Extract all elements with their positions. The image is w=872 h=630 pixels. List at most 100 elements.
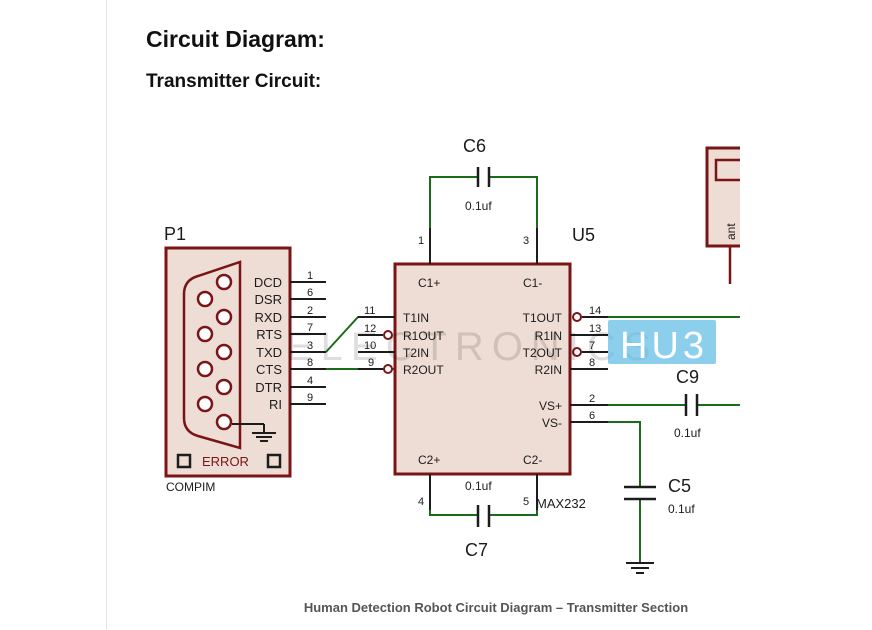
ic-pin-label: R2IN	[535, 363, 562, 377]
ic-pin-label: C1-	[523, 276, 542, 290]
circuit-schematic: ERROR DCD DSR RXD RTS TXD CTS DTR RI 1 6…	[164, 136, 813, 574]
content-left-border	[106, 0, 107, 630]
db9-pin-circle	[215, 413, 233, 431]
c6-value: 0.1uf	[465, 199, 492, 213]
ic-pin-label: R2OUT	[403, 363, 444, 377]
ic-pin-label: C2+	[418, 453, 440, 467]
signal-label-rxd: RXD	[255, 310, 282, 325]
pin-number: 1	[307, 270, 313, 282]
db9-pin-circle	[215, 343, 233, 361]
db9-pin-circles	[196, 273, 233, 431]
t1out-to-data-wire	[608, 284, 774, 318]
figure-caption: Human Detection Robot Circuit Diagram – …	[303, 600, 689, 615]
capacitor-c6: C6 0.1uf	[429, 136, 538, 228]
pin-number: 10	[364, 340, 376, 352]
ic-pin-label: VS-	[542, 416, 562, 430]
p1-model-label: COMPIM	[166, 480, 215, 494]
signal-label-cts: CTS	[256, 362, 282, 377]
c9-reference: C9	[676, 367, 699, 387]
module-pin-lines	[728, 246, 797, 284]
pin-number: 6	[307, 287, 313, 299]
db9-pin-circle	[215, 378, 233, 396]
u5-left-pin-lines	[358, 316, 395, 370]
p1-reference: P1	[164, 224, 186, 244]
capacitor-c7: 0.1uf C7	[429, 479, 538, 560]
u5-left-pin-labels: T1IN R1OUT T2IN R2OUT	[403, 311, 444, 377]
error-label: ERROR	[202, 454, 249, 469]
ic-pin-label: R1OUT	[403, 329, 444, 343]
pin-number: 4	[307, 375, 313, 387]
error-indicator-box	[266, 453, 282, 469]
u5-max232-ic: U5 MAX232 1 3 C1+ C1- 4 5 C2+ C2- 11	[358, 225, 608, 511]
inverting-bubble	[383, 330, 393, 340]
pin-number: 14	[589, 305, 601, 317]
watermark-logo-box	[608, 320, 716, 364]
db9-shell-outline	[182, 260, 242, 450]
c6-reference: C6	[463, 136, 486, 156]
pin-number: 7	[589, 340, 595, 352]
section-subheading: Transmitter Circuit:	[146, 71, 322, 92]
pin-number: 13	[589, 323, 601, 335]
c5-reference: C5	[668, 476, 691, 496]
p1-ground-symbol	[232, 423, 276, 442]
db9-pin-circle	[215, 308, 233, 326]
signal-label-dcd: DCD	[254, 275, 282, 290]
c7-reference: C7	[465, 540, 488, 560]
module-pin-label-ant: ant	[724, 223, 738, 240]
pin-number: 6	[589, 410, 595, 422]
db9-pin-circle	[215, 273, 233, 291]
inverting-bubble	[572, 312, 582, 322]
c9-value: 0.1uf	[674, 426, 701, 440]
u5-part-label: MAX232	[536, 496, 586, 511]
ic-pin-label: T1OUT	[523, 311, 563, 325]
u5-right-pin-numbers: 14 13 7 8 2 6	[589, 305, 601, 422]
u5-top-pin-lines	[429, 228, 538, 264]
signal-label-dsr: DSR	[255, 292, 282, 307]
pin-number: 8	[307, 357, 313, 369]
c7-value: 0.1uf	[465, 479, 492, 493]
pin-number: 3	[523, 235, 529, 247]
rf-transmitter-module: ant vcc data gnd	[705, 146, 813, 284]
p1-pin-numbers: 1 6 2 7 3 8 4 9	[307, 270, 313, 404]
u5-reference: U5	[572, 225, 595, 245]
pin-number: 5	[523, 496, 529, 508]
signal-label-txd: TXD	[256, 345, 282, 360]
watermark-text: ELECTRONICS	[286, 325, 659, 369]
pin-number: 2	[589, 393, 595, 405]
pin-number: 12	[364, 323, 376, 335]
db9-pin-circle	[196, 395, 214, 413]
pin-number: 2	[307, 305, 313, 317]
pin-number: 8	[589, 357, 595, 369]
db9-pin-circle	[196, 325, 214, 343]
p1-connector: ERROR DCD DSR RXD RTS TXD CTS DTR RI 1 6…	[164, 224, 326, 494]
watermark-logo-text: HU3	[620, 325, 708, 367]
pin-number: 3	[307, 340, 313, 352]
pin-number: 1	[418, 235, 424, 247]
signal-label-dtr: DTR	[255, 380, 282, 395]
p1-signal-labels: DCD DSR RXD RTS TXD CTS DTR RI	[254, 275, 283, 412]
pin-number: 9	[307, 392, 313, 404]
ic-pin-label: T2IN	[403, 346, 429, 360]
pin-number: 7	[307, 322, 313, 334]
capacitor-c9: C9 0.1uf	[608, 367, 776, 440]
inverting-bubble	[383, 364, 393, 374]
ic-pin-label: T1IN	[403, 311, 429, 325]
p1-pin-lines	[290, 281, 326, 405]
electronicshub-watermark: ELECTRONICS HU3	[286, 320, 716, 369]
circuit-diagram-figure: ERROR DCD DSR RXD RTS TXD CTS DTR RI 1 6…	[140, 128, 813, 588]
capacitor-c5: C5 0.1uf	[608, 421, 695, 574]
pin-number: 4	[418, 496, 424, 508]
u5-bottom-pin-lines	[429, 474, 538, 510]
u5-right-pin-labels: T1OUT R1IN T2OUT R2IN VS+ VS-	[523, 311, 563, 430]
c5-value: 0.1uf	[668, 502, 695, 516]
pin-number: 9	[368, 357, 374, 369]
inverting-bubble	[572, 347, 582, 357]
signal-label-rts: RTS	[256, 327, 282, 342]
ground-icon	[626, 562, 654, 574]
ic-pin-label: C1+	[418, 276, 440, 290]
pin-number: 11	[364, 305, 375, 317]
ic-pin-label: T2OUT	[523, 346, 563, 360]
signal-label-ri: RI	[269, 397, 282, 412]
error-indicator-box	[176, 453, 192, 469]
ic-pin-label: VS+	[539, 399, 562, 413]
